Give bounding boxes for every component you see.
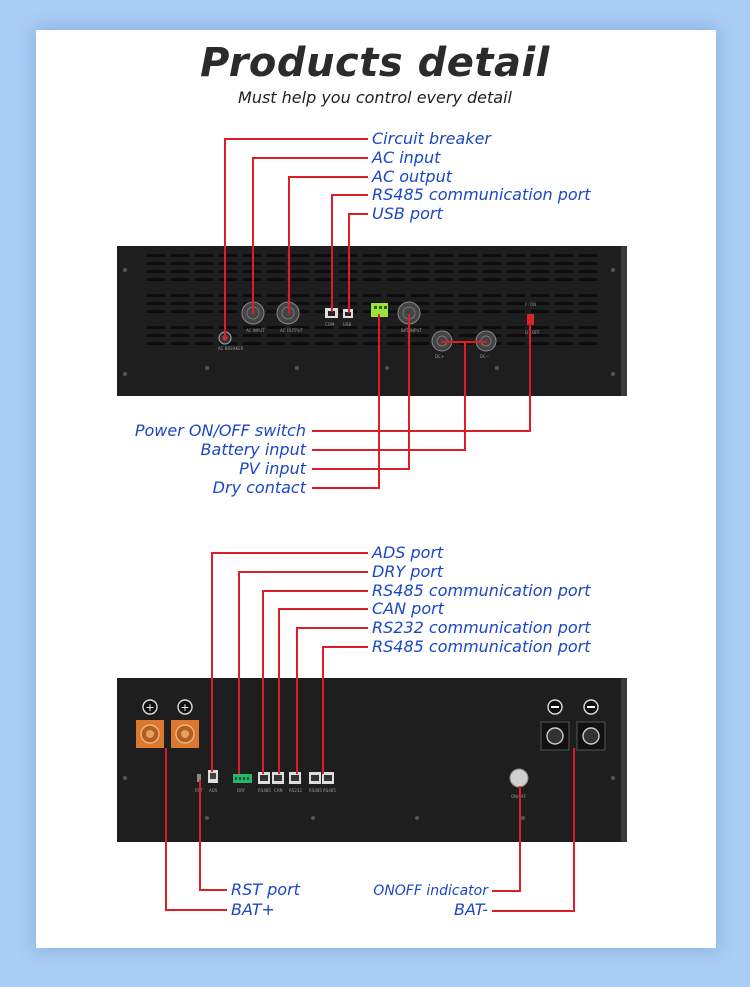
leader-rs485-battery-1 <box>262 590 264 774</box>
leader-rs485-inverter <box>331 194 333 312</box>
leader-rs232 <box>296 627 298 774</box>
leader-circuit-breaker-h <box>224 138 368 140</box>
svg-text:CAN: CAN <box>274 788 283 793</box>
leader-dry-contact <box>378 314 380 489</box>
leader-rs485-battery-2 <box>322 646 324 774</box>
leader-bat-minus-h <box>492 910 575 912</box>
svg-text:AC BREAKER: AC BREAKER <box>218 346 244 351</box>
svg-text:AC OUTPUT: AC OUTPUT <box>280 328 304 333</box>
label-circuit-breaker: Circuit breaker <box>372 129 492 148</box>
svg-text:DC+: DC+ <box>435 354 444 359</box>
leader-ac-input-h <box>252 157 368 159</box>
leader-usb <box>348 213 350 313</box>
leader-ads <box>211 552 213 772</box>
page-subtitle: Must help you control every detail <box>238 88 512 107</box>
label-rst-port: RST port <box>231 880 300 899</box>
leader-onoff <box>519 786 521 892</box>
label-dry-contact: Dry contact <box>212 478 306 497</box>
label-ac-output: AC output <box>372 167 452 186</box>
svg-text:+: + <box>145 701 154 714</box>
svg-text:RS485: RS485 <box>309 788 322 793</box>
leader-can-h <box>278 608 368 610</box>
leader-pv-input-h <box>312 468 410 470</box>
label-ads-port: ADS port <box>372 543 444 562</box>
label-usb: USB port <box>372 204 443 223</box>
label-rs232: RS232 communication port <box>372 618 591 637</box>
svg-text:RS485: RS485 <box>258 788 271 793</box>
leader-ac-output-h <box>288 176 368 178</box>
leader-rst <box>199 780 201 891</box>
leader-battery-input <box>464 341 466 451</box>
leader-rs485-inverter-h <box>331 194 368 196</box>
label-pv-input: PV input <box>239 459 306 478</box>
leader-ac-input <box>252 157 254 314</box>
label-ac-input: AC input <box>372 148 441 167</box>
leader-onoff-h <box>492 890 521 892</box>
leader-usb-h <box>348 213 368 215</box>
label-bat-plus: BAT+ <box>231 900 275 919</box>
page-title: Products detail <box>200 40 550 86</box>
leader-power-switch <box>529 314 531 432</box>
leader-bat-plus <box>165 748 167 911</box>
leader-power-switch-h <box>312 430 531 432</box>
svg-text:DC−: DC− <box>480 354 489 359</box>
svg-text:BAT INPUT: BAT INPUT <box>401 328 422 333</box>
leader-battery-input-h <box>312 449 466 451</box>
svg-text:ON/OFF: ON/OFF <box>511 794 527 799</box>
leader-can <box>278 608 280 774</box>
leader-dry-port <box>238 571 240 774</box>
leader-circuit-breaker <box>224 138 226 338</box>
svg-text:RS485: RS485 <box>323 788 336 793</box>
leader-dry-contact-h <box>312 487 380 489</box>
label-battery-input: Battery input <box>200 440 306 459</box>
leader-rst-h <box>199 889 227 891</box>
leader-pv-input <box>408 314 410 470</box>
svg-text:AC INPUT: AC INPUT <box>246 328 265 333</box>
svg-text:I · ON: I · ON <box>525 302 536 307</box>
label-power-switch: Power ON/OFF switch <box>134 421 306 440</box>
label-dry-port: DRY port <box>372 562 444 581</box>
label-bat-minus: BAT- <box>453 900 488 919</box>
svg-text:COM: COM <box>325 322 335 327</box>
svg-text:ADS: ADS <box>209 788 218 793</box>
label-can-port: CAN port <box>372 599 444 618</box>
svg-text:RS232: RS232 <box>289 788 302 793</box>
leader-rs485-battery-1-h <box>262 590 368 592</box>
leader-ads-h <box>211 552 368 554</box>
label-rs485-inverter: RS485 communication port <box>372 185 591 204</box>
svg-text:+: + <box>180 701 189 714</box>
leader-bat-minus <box>573 748 575 912</box>
leader-rs232-h <box>296 627 368 629</box>
leader-dry-port-h <box>238 571 368 573</box>
svg-text:USB: USB <box>343 322 351 327</box>
svg-text:DRY: DRY <box>237 788 246 793</box>
svg-text:O · OFF: O · OFF <box>525 330 540 335</box>
inverter-rear-panel: AC BREAKER AC INPUT AC OUTPUT COM USB BAT… <box>117 246 627 396</box>
leader-rs485-battery-2-h <box>322 646 368 648</box>
label-rs485-battery-2: RS485 communication port <box>372 637 591 656</box>
leader-bat-plus-h <box>165 909 227 911</box>
label-onoff-indicator: ONOFF indicator <box>373 883 488 899</box>
label-rs485-battery-1: RS485 communication port <box>372 581 591 600</box>
leader-ac-output <box>288 176 290 314</box>
